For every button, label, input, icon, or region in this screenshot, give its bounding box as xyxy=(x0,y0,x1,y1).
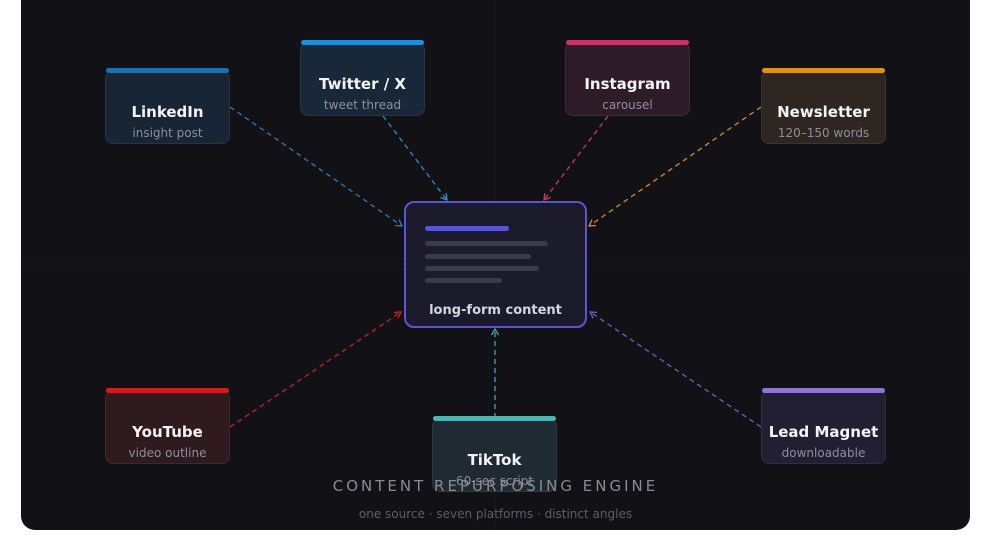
platform-subtitle: tweet thread xyxy=(323,98,402,112)
heading-line xyxy=(425,226,509,231)
platform-subtitle: carousel xyxy=(602,98,653,112)
platform-card-tiktok: TikTok 60-sec script xyxy=(432,416,557,492)
diagram-canvas: long-form content LinkedIn insight post Tw… xyxy=(21,0,970,530)
arrowhead-youtube xyxy=(394,311,403,319)
accent-bar xyxy=(106,388,229,393)
platform-title: Newsletter xyxy=(777,103,870,121)
platform-title: Twitter / X xyxy=(319,75,406,93)
connector-newsletter xyxy=(588,106,762,227)
platform-subtitle: insight post xyxy=(132,126,203,140)
connector-lead-magnet xyxy=(589,311,762,428)
arrowhead-linkedin xyxy=(395,219,404,227)
platform-title: Lead Magnet xyxy=(768,423,879,441)
platform-title: Instagram xyxy=(584,75,671,93)
platform-subtitle: video outline xyxy=(128,446,207,460)
connector-instagram xyxy=(543,115,609,201)
platform-card-youtube: YouTube video outline xyxy=(105,388,230,464)
text-line xyxy=(425,278,502,283)
center-source-card: long-form content xyxy=(404,201,587,328)
platform-subtitle: 60-sec script xyxy=(455,474,534,488)
platform-title: LinkedIn xyxy=(131,103,204,121)
platform-title: YouTube xyxy=(132,423,203,441)
platform-subtitle: downloadable xyxy=(781,446,866,460)
connector-layer xyxy=(21,0,970,530)
text-line xyxy=(425,266,539,271)
accent-bar xyxy=(762,388,885,393)
diagram-title: CONTENT REPURPOSING ENGINE xyxy=(332,477,659,495)
platform-card-lead-magnet: Lead Magnet downloadable xyxy=(761,388,886,464)
platform-card-newsletter: Newsletter 120–150 words xyxy=(761,68,886,144)
connector-twitter xyxy=(382,115,448,201)
connector-youtube xyxy=(229,311,402,428)
connector-linkedin xyxy=(229,106,403,227)
platform-card-linkedin: LinkedIn insight post xyxy=(105,68,230,144)
arrowhead-twitter xyxy=(440,193,448,202)
arrowhead-lead-magnet xyxy=(588,311,597,319)
arrowhead-instagram xyxy=(543,193,551,202)
center-label: long-form content xyxy=(429,303,562,318)
diagram-subtitle: one source · seven platforms · distinct … xyxy=(358,507,633,521)
arrowhead-newsletter xyxy=(587,219,596,227)
arrowhead-tiktok xyxy=(490,327,500,336)
accent-bar xyxy=(106,68,229,73)
accent-bar xyxy=(762,68,885,73)
accent-bar xyxy=(301,40,424,45)
platform-title: TikTok xyxy=(467,451,522,469)
accent-bar xyxy=(566,40,689,45)
platform-card-instagram: Instagram carousel xyxy=(565,40,690,116)
accent-bar xyxy=(433,416,556,421)
text-line xyxy=(425,254,531,259)
text-line xyxy=(425,241,548,246)
platform-card-twitter: Twitter / X tweet thread xyxy=(300,40,425,116)
platform-subtitle: 120–150 words xyxy=(777,126,870,140)
